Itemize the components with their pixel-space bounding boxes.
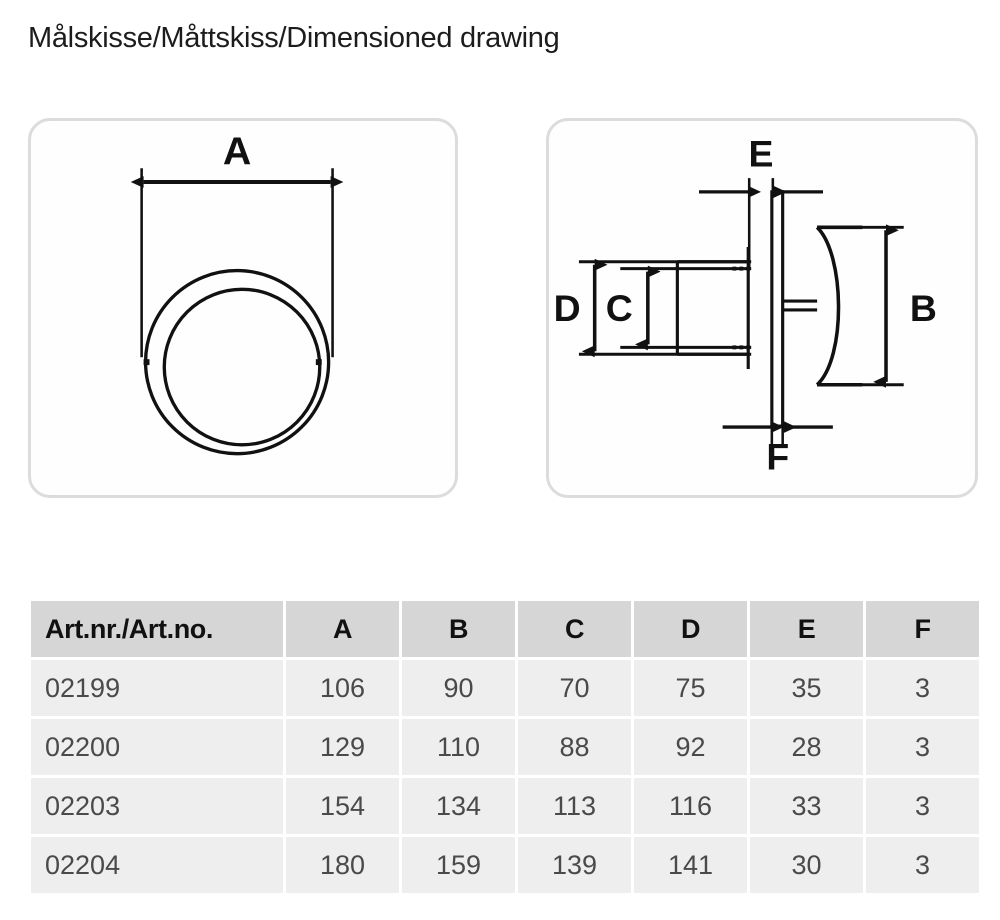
cell-dimension-d: 92	[634, 719, 747, 775]
cell-article-number: 02200	[31, 719, 283, 775]
cell-dimension-c: 88	[518, 719, 631, 775]
cell-dimension-f: 3	[866, 719, 979, 775]
mounting-dot-right	[315, 359, 322, 366]
duct-collar-body	[675, 246, 750, 370]
ring-inner-circle	[162, 287, 322, 447]
dome-cap-profile	[815, 225, 863, 387]
cell-dimension-e: 33	[750, 778, 863, 834]
table-row: 02204 180 159 139 141 30 3	[31, 837, 979, 893]
dimension-c-extension-lines	[620, 267, 752, 349]
cell-dimension-f: 3	[866, 660, 979, 716]
cell-dimension-b: 90	[402, 660, 515, 716]
connecting-stem	[782, 299, 818, 312]
dimension-e-extension-lines	[747, 178, 775, 269]
header-dimension-e: E	[750, 601, 863, 657]
dimension-f-label: F	[766, 435, 789, 477]
header-dimension-c: C	[518, 601, 631, 657]
header-dimension-b: B	[402, 601, 515, 657]
cell-dimension-e: 35	[750, 660, 863, 716]
header-dimension-d: D	[634, 601, 747, 657]
flange-plate	[770, 190, 785, 428]
table-row: 02200 129 110 88 92 28 3	[31, 719, 979, 775]
cell-dimension-d: 141	[634, 837, 747, 893]
cell-article-number: 02204	[31, 837, 283, 893]
dimension-d-label: D	[554, 287, 581, 329]
front-view-panel: A	[28, 118, 458, 498]
cell-dimension-e: 28	[750, 719, 863, 775]
side-view-panel: E F D C	[546, 118, 978, 498]
cell-dimension-c: 113	[518, 778, 631, 834]
cell-dimension-a: 180	[286, 837, 399, 893]
cell-article-number: 02203	[31, 778, 283, 834]
table-header-row: Art.nr./Art.no. A B C D E F	[31, 601, 979, 657]
front-view-drawing: A	[130, 129, 344, 456]
cell-dimension-a: 154	[286, 778, 399, 834]
side-view-drawing: E F D C	[554, 132, 937, 477]
ring-outer-circle	[143, 268, 331, 456]
cell-dimension-c: 70	[518, 660, 631, 716]
header-dimension-a: A	[286, 601, 399, 657]
cell-dimension-b: 134	[402, 778, 515, 834]
cell-dimension-b: 110	[402, 719, 515, 775]
cell-article-number: 02199	[31, 660, 283, 716]
cell-dimension-f: 3	[866, 837, 979, 893]
cell-dimension-a: 106	[286, 660, 399, 716]
dimension-a-label: A	[223, 129, 251, 173]
dimension-a-extension-lines	[140, 168, 334, 358]
cell-dimension-d: 116	[634, 778, 747, 834]
table-row: 02203 154 134 113 116 33 3	[31, 778, 979, 834]
table-row: 02199 106 90 70 75 35 3	[31, 660, 979, 716]
cell-dimension-a: 129	[286, 719, 399, 775]
page-title: Målskisse/Måttskiss/Dimensioned drawing	[28, 22, 560, 54]
cell-dimension-f: 3	[866, 778, 979, 834]
dimension-c-label: C	[606, 287, 633, 329]
cell-dimension-e: 30	[750, 837, 863, 893]
dimension-b-label: B	[910, 287, 937, 329]
mounting-dot-left	[143, 359, 150, 366]
dimension-d-extension-lines	[578, 260, 752, 356]
dimension-e-label: E	[749, 132, 774, 174]
header-dimension-f: F	[866, 601, 979, 657]
cell-dimension-b: 159	[402, 837, 515, 893]
cell-dimension-c: 139	[518, 837, 631, 893]
header-article-number: Art.nr./Art.no.	[31, 601, 283, 657]
dimensions-table: Art.nr./Art.no. A B C D E F 02199 106 90…	[28, 598, 982, 896]
cell-dimension-d: 75	[634, 660, 747, 716]
